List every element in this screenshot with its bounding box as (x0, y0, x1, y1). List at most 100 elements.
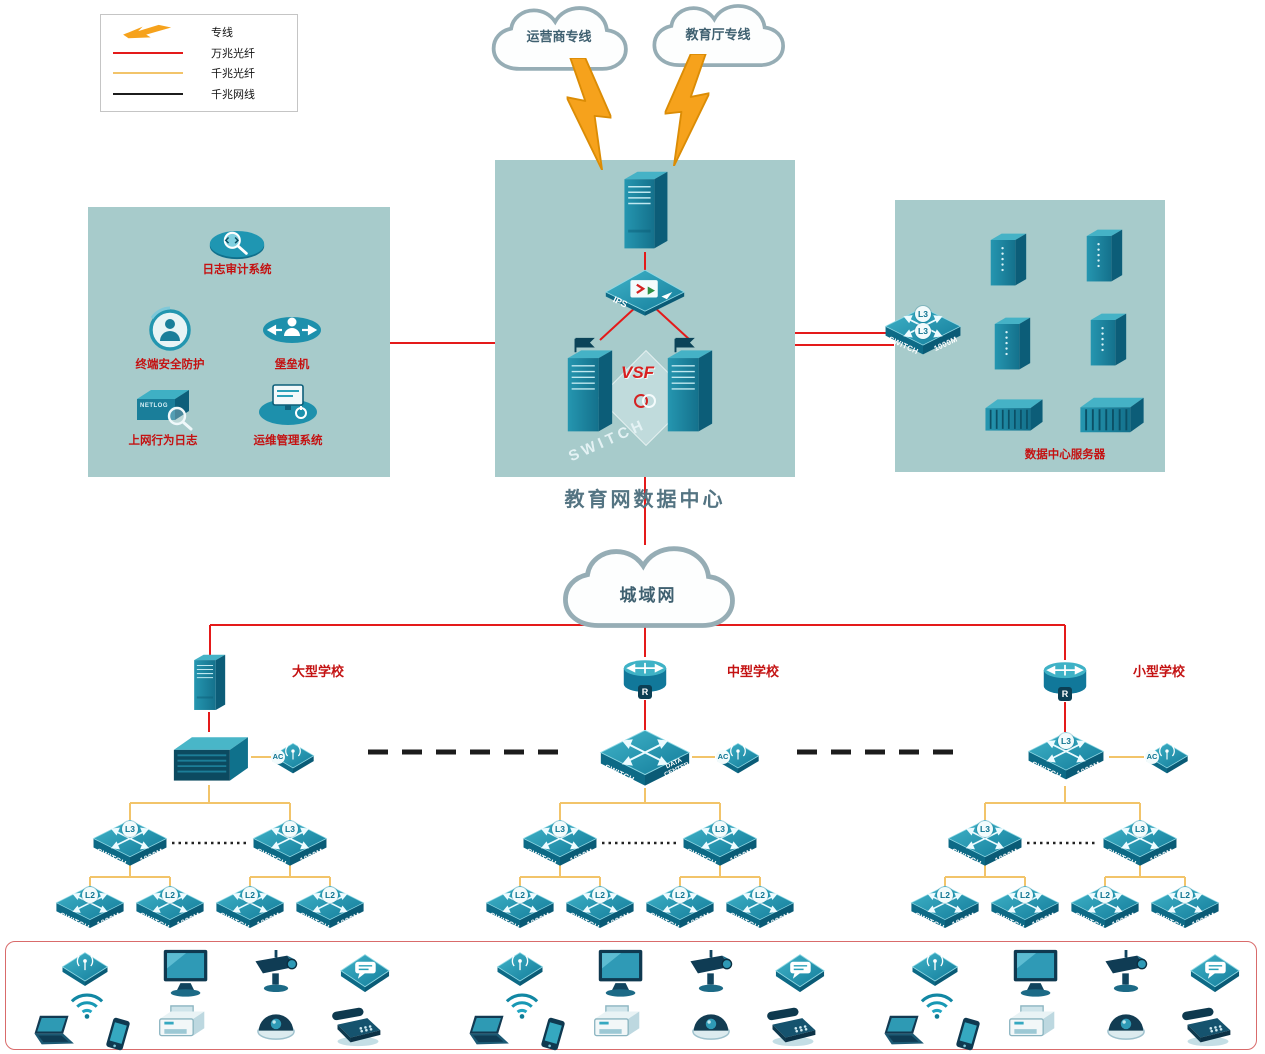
legend: 专线 万兆光纤 千兆光纤 千兆网线 (100, 14, 298, 112)
label-bastion-host: 堡垒机 (274, 359, 310, 371)
1g-fiber-lines (89, 756, 1186, 886)
man-cloud-label: 城域网 (619, 586, 677, 605)
bastion-host-icon (260, 310, 324, 350)
person-arrows-icon (260, 310, 324, 350)
router-medium: R (622, 654, 668, 700)
label-medium-school: 中型学校 (727, 664, 780, 679)
laptop-icon (465, 1014, 517, 1048)
l3-switch: L3 SWITCH 1000M (252, 818, 328, 868)
l2-switch: L2 SWITCH 1000M (135, 884, 205, 932)
printer-icon (156, 1004, 208, 1045)
l2-switch: L2 SWITCH 1000M (645, 884, 715, 932)
dome-camera-icon (252, 1002, 300, 1042)
l3-badge: L3 (915, 323, 931, 339)
endpoint-protection-icon (142, 306, 198, 354)
ips-appliance: IPS (604, 268, 686, 316)
dome-camera-icon (1102, 1002, 1150, 1042)
wireless-ap-icon (60, 950, 110, 987)
firewall-icon (618, 168, 672, 254)
l2-switch: L2 SWITCH 1000M (1070, 884, 1140, 932)
l2-badge: L2 (752, 887, 768, 903)
red-line-sample (113, 51, 183, 54)
monitor-gear-icon (256, 382, 320, 428)
rack-icon (982, 394, 1046, 436)
l3-badge: L3 (282, 821, 298, 837)
label-dc-servers: 数据中心服务器 (1024, 449, 1106, 461)
datacenter-title: 教育网数据中心 (564, 489, 726, 511)
legend-item-1g-fiber: 千兆光纤 (113, 63, 285, 83)
carrier-cloud: 运营商专线 (478, 2, 640, 78)
desk-phone-icon (1180, 1006, 1236, 1047)
dome-camera-icon (687, 1002, 735, 1042)
lightning-bolt-right (664, 54, 710, 166)
l3-badge: L3 (915, 306, 931, 322)
l3-switch: L3 SWITCH 1000M (92, 818, 168, 868)
desk-phone-icon (765, 1006, 821, 1047)
l3-badge: L3 (122, 821, 138, 837)
chassis-switch-icon (168, 730, 252, 786)
server-icon (662, 334, 716, 440)
server-icon (986, 230, 1030, 290)
l2-switch: L2 SWITCH 1000M (565, 884, 635, 932)
ac-wireless-controller: AC (270, 740, 316, 776)
server-icon (1082, 226, 1126, 286)
ptz-camera-icon (683, 948, 739, 995)
l3-switch: L3 SWITCH 1000M (1102, 818, 1178, 868)
ac-badge: AC (271, 750, 285, 764)
wireless-ap-icon (910, 950, 960, 987)
lightning-icon (566, 58, 612, 170)
ac-badge: AC (1145, 750, 1159, 764)
smartphone-icon (948, 1016, 988, 1052)
label-ops-management: 运维管理系统 (253, 435, 323, 447)
router-badge: R (638, 685, 652, 699)
l2-switch: L2 SWITCH 1000M (295, 884, 365, 932)
ac-badge: AC (716, 750, 730, 764)
vsf-server-left (562, 334, 616, 440)
l2-badge: L2 (162, 887, 178, 903)
printer-icon (591, 1004, 643, 1045)
education-cloud: 教育厅专线 (638, 0, 798, 74)
dc-server (990, 314, 1034, 374)
laptop-icon (30, 1014, 82, 1048)
l2-switch: L2 SWITCH 1000M (55, 884, 125, 932)
ac-wireless-controller: AC (1144, 740, 1190, 776)
vsf-server-right (662, 334, 716, 440)
l3-badge: L3 (552, 821, 568, 837)
label-log-audit: 日志审计系统 (202, 264, 272, 276)
l2-switch: L2 SWITCH 1000M (990, 884, 1060, 932)
edge-firewall-large (189, 652, 229, 714)
firewall-icon (189, 652, 229, 714)
router-small: R (1042, 656, 1088, 702)
man-cloud: 城域网 (533, 541, 763, 637)
l3-badge: L3 (1058, 733, 1074, 749)
datacenter-switch: L3 L3 SWITCH 1000M (884, 305, 962, 357)
server-icon (1086, 310, 1130, 370)
legend-item-10g-fiber: 万兆光纤 (113, 43, 285, 63)
legend-label: 千兆网线 (211, 88, 255, 101)
lightning-bolt-left (566, 58, 612, 170)
smartphone-icon (533, 1016, 573, 1052)
l2-switch: L2 SWITCH 1000M (725, 884, 795, 932)
l2-badge: L2 (1177, 887, 1193, 903)
black-line-sample (113, 92, 183, 95)
log-audit-icon (207, 226, 267, 264)
wireless-ap-icon (495, 950, 545, 987)
ptz-camera-icon (1098, 948, 1154, 995)
ops-management-icon (256, 382, 320, 428)
l2-badge: L2 (672, 887, 688, 903)
legend-label: 万兆光纤 (211, 47, 255, 60)
chat-icon (338, 952, 392, 993)
l3-switch: L3 SWITCH 1000M (682, 818, 758, 868)
legend-item-1g-cable: 千兆网线 (113, 84, 285, 104)
laptop-icon (880, 1014, 932, 1048)
legend-label: 千兆光纤 (211, 68, 255, 81)
chat-icon (1188, 952, 1242, 993)
server-icon (562, 334, 616, 440)
legend-label: 专线 (211, 27, 233, 40)
core-chassis-large (168, 730, 252, 786)
l2-badge: L2 (592, 887, 608, 903)
ptz-camera-icon (248, 948, 304, 995)
desktop-monitor-icon (158, 948, 214, 998)
